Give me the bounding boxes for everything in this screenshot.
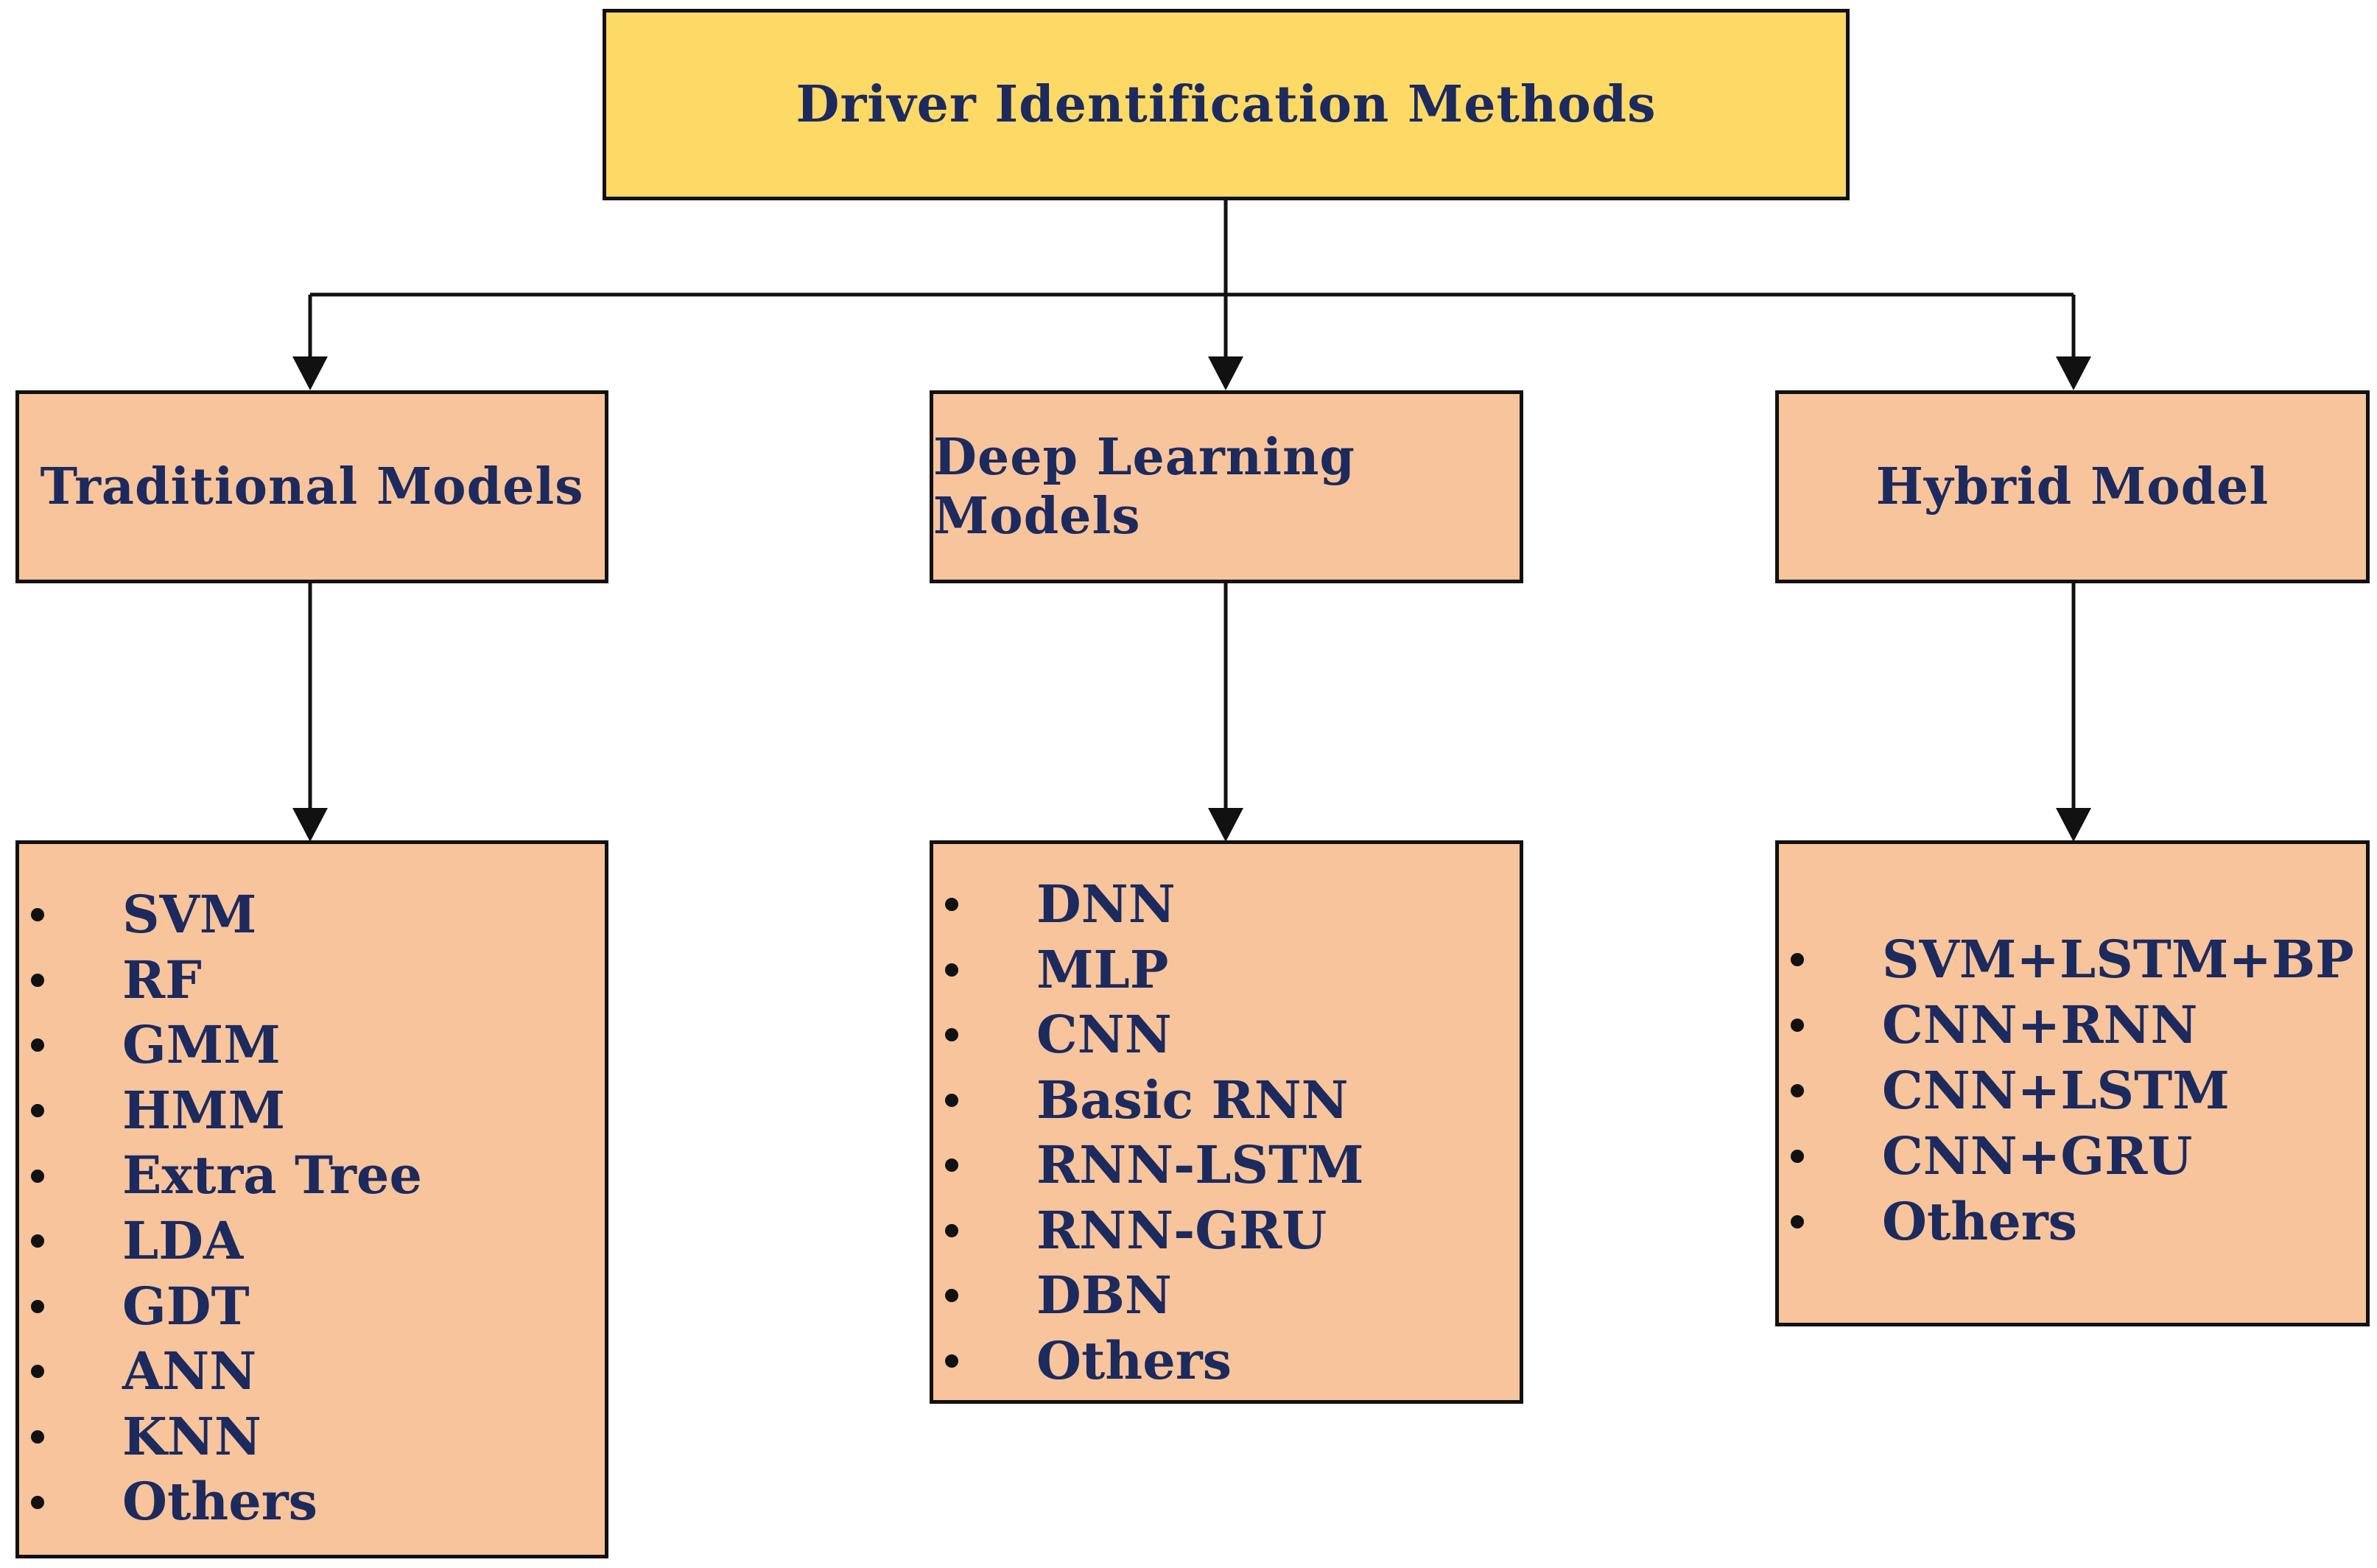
- list-item: DBN: [933, 1263, 1520, 1329]
- list-item: Others: [19, 1469, 605, 1535]
- list-item: CNN+LSTM: [1779, 1058, 2366, 1123]
- list-item: KNN: [19, 1404, 605, 1470]
- category-node-hybrid: Hybrid Model: [1775, 390, 2370, 583]
- list-item: RF: [19, 948, 605, 1013]
- category-label: Deep Learning Models: [933, 428, 1355, 546]
- list-item: DNN: [933, 872, 1520, 938]
- list-item: CNN+GRU: [1779, 1123, 2366, 1189]
- list-item: MLP: [933, 938, 1520, 1003]
- category-label: Traditional Models: [40, 457, 584, 516]
- list-item: GMM: [19, 1013, 605, 1078]
- root-label: Driver Identification Methods: [796, 75, 1657, 134]
- list-item: RNN-GRU: [933, 1198, 1520, 1264]
- method-list-hybrid: SVM+LSTM+BP CNN+RNN CNN+LSTM CNN+GRU Oth…: [1775, 840, 2370, 1326]
- list-item: HMM: [19, 1078, 605, 1144]
- list-item: SVM: [19, 882, 605, 948]
- list-item: LDA: [19, 1209, 605, 1274]
- list-item: Others: [933, 1329, 1520, 1394]
- method-list-traditional: SVM RF GMM HMM Extra Tree LDA GDT ANN KN…: [15, 840, 608, 1558]
- list-item: Others: [1779, 1189, 2366, 1254]
- arrowhead: [1208, 808, 1243, 842]
- arrowhead: [2056, 808, 2091, 842]
- list-item: CNN+RNN: [1779, 992, 2366, 1058]
- arrowhead: [292, 356, 328, 390]
- list-item: RNN-LSTM: [933, 1133, 1520, 1198]
- list-item: Extra Tree: [19, 1143, 605, 1209]
- category-node-deep-learning: Deep Learning Models: [930, 390, 1523, 583]
- category-label: Hybrid Model: [1875, 457, 2269, 516]
- list-item: CNN: [933, 1002, 1520, 1068]
- arrowhead: [2056, 356, 2091, 390]
- list-item: ANN: [19, 1339, 605, 1404]
- list-item: SVM+LSTM+BP: [1779, 927, 2366, 992]
- list-item: GDT: [19, 1274, 605, 1340]
- root-node: Driver Identification Methods: [603, 9, 1850, 200]
- method-list-deep-learning: DNN MLP CNN Basic RNN RNN-LSTM RNN-GRU D…: [930, 840, 1523, 1404]
- list-item: Basic RNN: [933, 1068, 1520, 1133]
- category-node-traditional: Traditional Models: [15, 390, 608, 583]
- arrowhead: [292, 808, 328, 842]
- arrowhead: [1208, 356, 1243, 390]
